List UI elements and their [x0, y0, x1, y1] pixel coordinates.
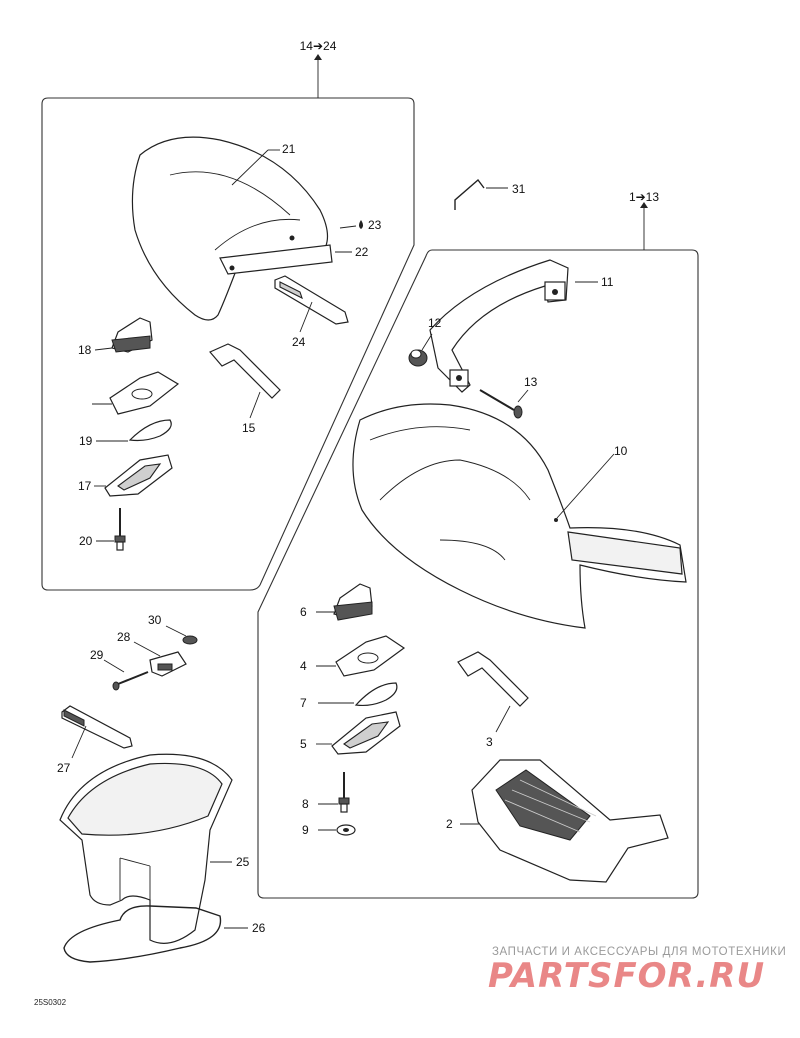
- callout-21: 21: [282, 142, 296, 156]
- front-seat-part: [352, 403, 687, 629]
- drop-icon: [359, 220, 363, 229]
- front-hex-key-part: [457, 651, 529, 707]
- plate-part: [149, 651, 187, 677]
- callout-25: 25: [236, 855, 250, 869]
- front-latch-part: [333, 583, 373, 621]
- rear-strap-part: [274, 275, 349, 325]
- lock-housing-part: [104, 454, 173, 497]
- watermark-logo: PARTSFOR.RU: [488, 956, 766, 996]
- watermark-tagline: ЗАПЧАСТИ И АКСЕССУАРЫ ДЛЯ МОТОТЕХНИКИ: [492, 946, 787, 958]
- gasket-part: [63, 905, 222, 963]
- callout-3: 3: [486, 735, 493, 749]
- callout-5: 5: [300, 737, 307, 751]
- callout-19: 19: [79, 434, 93, 448]
- callout-27: 27: [57, 761, 71, 775]
- callout-12: 12: [428, 316, 442, 330]
- figure-code: 25S0302: [34, 998, 67, 1007]
- callout-2: 2: [446, 817, 453, 831]
- front-seat-range-label: 1➔13: [629, 190, 659, 204]
- callout-23: 23: [368, 218, 382, 232]
- callout-10: 10: [614, 444, 628, 458]
- callout-20: 20: [79, 534, 93, 548]
- callout-18: 18: [78, 343, 92, 357]
- front-seat-group-frame: [257, 249, 699, 899]
- callout-17: 17: [78, 479, 92, 493]
- callout-6: 6: [300, 605, 307, 619]
- callout-4: 4: [300, 659, 307, 673]
- callout-29: 29: [90, 648, 104, 662]
- front-lock-housing-part: [331, 711, 401, 755]
- callout-15: 15: [242, 421, 256, 435]
- storage-strap-part: [61, 705, 133, 749]
- bushing-part: [408, 349, 428, 367]
- front-rivet-part: [338, 772, 350, 813]
- clip-part: [454, 178, 485, 210]
- seat-base-part: [471, 759, 669, 883]
- callout-26: 26: [252, 921, 266, 935]
- latch-part: [111, 317, 153, 353]
- pad-part: [128, 419, 172, 442]
- rivet-part: [114, 508, 126, 551]
- callout-31: 31: [512, 182, 526, 196]
- callout-24: 24: [292, 335, 306, 349]
- callout-13: 13: [524, 375, 538, 389]
- callout-7: 7: [300, 696, 307, 710]
- rear-seat-group-frame: [41, 97, 415, 591]
- front-pad-part: [354, 682, 398, 707]
- small-washer-part: [182, 635, 198, 645]
- callout-11: 11: [601, 275, 614, 289]
- washer-part: [336, 824, 356, 836]
- callout-9: 9: [302, 823, 309, 837]
- callout-28: 28: [117, 630, 131, 644]
- callout-8: 8: [302, 797, 309, 811]
- hex-key-part: [209, 343, 281, 399]
- bolt-part: [479, 389, 523, 419]
- callout-30: 30: [148, 613, 162, 627]
- rear-seat-range-label: 14➔24: [300, 39, 337, 53]
- screw-part: [112, 671, 149, 691]
- grab-handle-part: [429, 259, 569, 393]
- rear-seat-part: [131, 136, 333, 321]
- callout-22: 22: [355, 245, 369, 259]
- storage-bin-part: [59, 753, 233, 944]
